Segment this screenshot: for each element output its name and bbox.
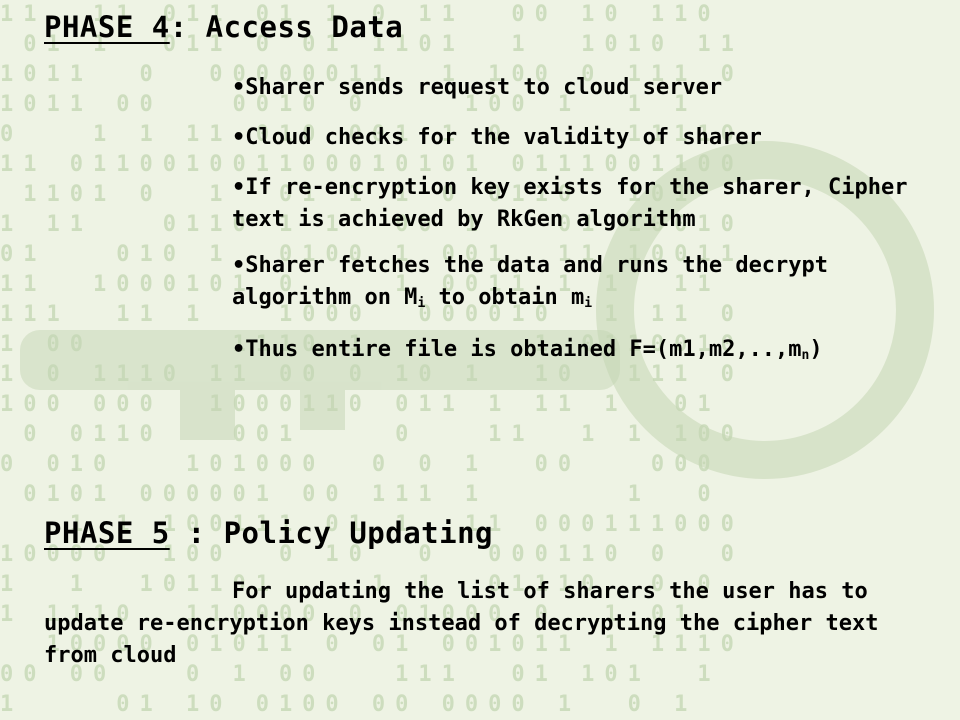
bullet-item: •Cloud checks for the validity of sharer [232, 125, 762, 150]
bullet-item: •Thus entire file is obtained F=(m1,m2,.… [232, 337, 823, 363]
phase5-paragraph: For updating the list of sharers the use… [44, 579, 879, 668]
phase4-title: : Access Data [169, 10, 404, 44]
phase5-title: : Policy Updating [169, 516, 493, 550]
phase4-label: PHASE 4 [44, 10, 170, 44]
bullet-item: •Sharer sends request to cloud server [232, 75, 723, 100]
bullet-item: •If re-encryption key exists for the sha… [232, 175, 908, 232]
phase4-heading: PHASE 4: Access Data [44, 10, 403, 44]
phase5-label: PHASE 5 [44, 516, 170, 550]
phase4-bullet-list: •Sharer sends request to cloud server •C… [232, 72, 932, 390]
phase5-heading: PHASE 5 : Policy Updating [44, 516, 493, 550]
bullet-item: •Sharer fetches the data and runs the de… [232, 253, 829, 311]
